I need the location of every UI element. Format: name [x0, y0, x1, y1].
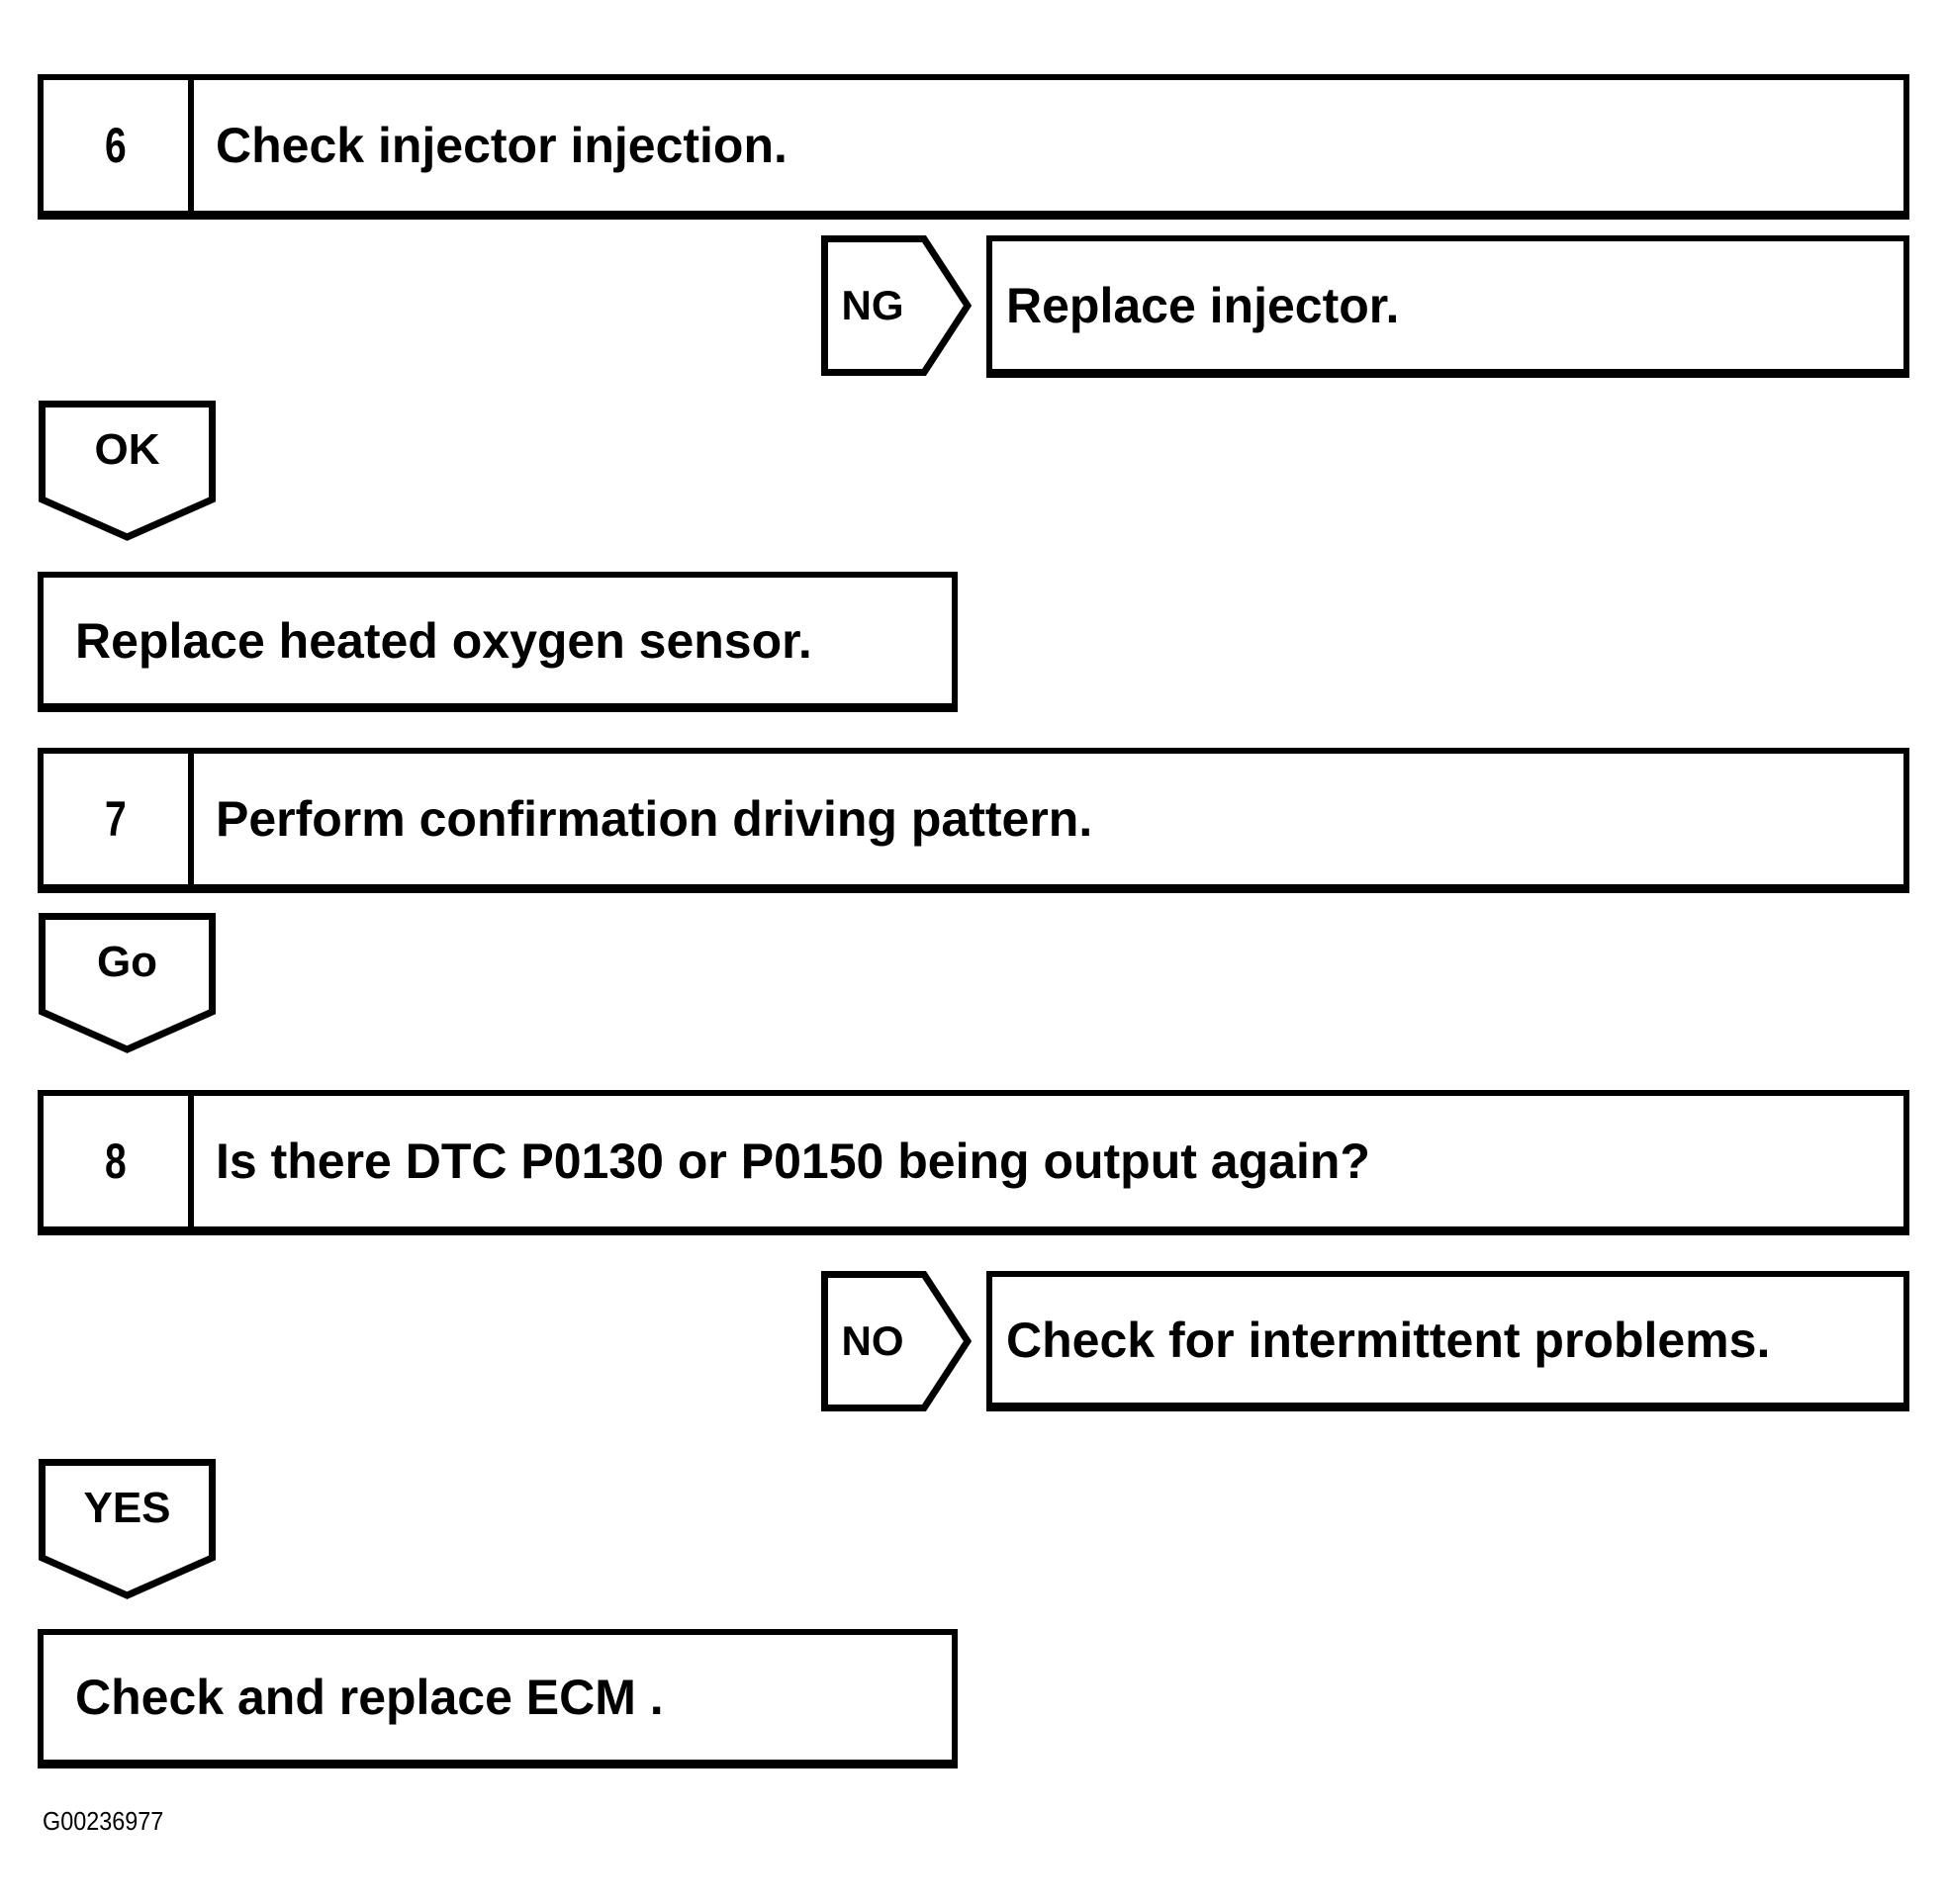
step-box-8: 8 Is there DTC P0130 or P0150 being outp… — [38, 1090, 1909, 1235]
connector-pentagon-go: Go — [39, 913, 216, 1053]
action-text-cell-o2: Replace heated oxygen sensor. — [44, 616, 812, 666]
step-text-cell-8: Is there DTC P0130 or P0150 being output… — [194, 1136, 1370, 1186]
branch-result-text-no: Check for intermittent problems. — [1006, 1312, 1771, 1368]
branch-result-box-no: Check for intermittent problems. — [986, 1271, 1909, 1411]
connector-label-ok: OK — [94, 425, 160, 474]
connector-label-go: Go — [96, 938, 158, 986]
action-box-replace-o2-sensor: Replace heated oxygen sensor. — [38, 572, 958, 712]
step-text-cell-6: Check injector injection. — [194, 121, 788, 170]
step-box-6: 6 Check injector injection. — [38, 74, 1909, 220]
step-number-cell-6: 6 — [44, 80, 194, 211]
action-text-replace-ecm: Check and replace ECM . — [75, 1670, 664, 1725]
step-box-7: 7 Perform confirmation driving pattern. — [38, 748, 1909, 893]
step-number-7: 7 — [105, 791, 127, 847]
connector-pentagon-ok: OK — [39, 401, 216, 541]
branch-pentagon-no: NO — [821, 1271, 973, 1411]
action-text-replace-o2-sensor: Replace heated oxygen sensor. — [75, 612, 812, 669]
branch-result-box-ng: Replace injector. — [986, 235, 1909, 378]
step-text-7: Perform confirmation driving pattern. — [216, 791, 1093, 847]
branch-result-text-ng: Replace injector. — [1006, 277, 1400, 333]
step-text-6: Check injector injection. — [216, 118, 788, 173]
connector-pentagon-yes: YES — [39, 1459, 216, 1599]
pentagon-down-icon — [39, 913, 216, 1053]
step-number-cell-7: 7 — [44, 754, 194, 884]
branch-result-cell-ng: Replace injector. — [992, 281, 1399, 330]
figure-id: G00236977 — [43, 1806, 164, 1836]
step-text-8: Is there DTC P0130 or P0150 being output… — [216, 1133, 1370, 1189]
action-text-cell-ecm: Check and replace ECM . — [44, 1673, 664, 1722]
step-number-6: 6 — [105, 118, 127, 173]
branch-result-cell-no: Check for intermittent problems. — [992, 1315, 1770, 1365]
action-box-replace-ecm: Check and replace ECM . — [38, 1629, 958, 1768]
step-text-cell-7: Perform confirmation driving pattern. — [194, 794, 1092, 844]
step-number-8: 8 — [105, 1133, 127, 1189]
pentagon-down-icon — [39, 401, 216, 541]
connector-label-yes: YES — [83, 1484, 171, 1532]
step-number-cell-8: 8 — [44, 1096, 194, 1226]
branch-label-ng: NG — [841, 282, 904, 328]
branch-pentagon-ng: NG — [821, 235, 973, 376]
pentagon-right-icon — [821, 1271, 973, 1411]
pentagon-down-icon — [39, 1459, 216, 1599]
pentagon-right-icon — [821, 235, 973, 376]
branch-label-no: NO — [841, 1317, 904, 1364]
